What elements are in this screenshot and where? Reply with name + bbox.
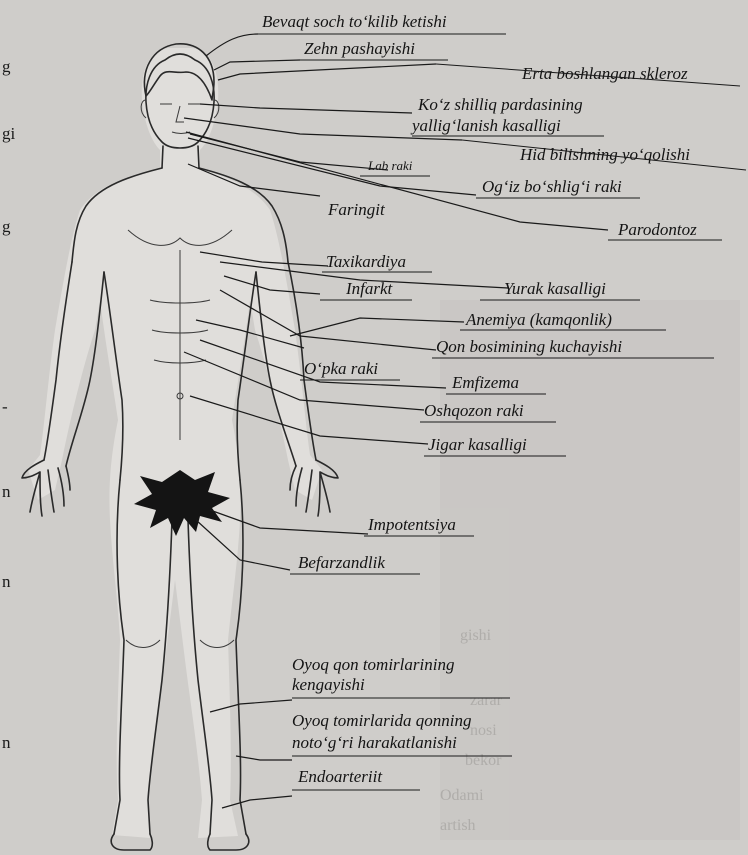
label-periodontosis: Parodontoz bbox=[617, 220, 697, 239]
label-infertility: Befarzandlik bbox=[298, 553, 385, 572]
label-heart-disease: Yurak kasalligi bbox=[504, 279, 606, 298]
label-liver-disease: Jigar kasalligi bbox=[428, 435, 527, 454]
label-anemia: Anemiya (kamqonlik) bbox=[465, 310, 612, 329]
label-pharyngitis: Faringit bbox=[327, 200, 386, 219]
margin-letter: g bbox=[2, 57, 11, 76]
margin-letter: n bbox=[2, 572, 11, 591]
label-stomach-cancer: Oshqozon raki bbox=[424, 401, 524, 420]
svg-text:gishi: gishi bbox=[460, 627, 492, 644]
label-conjunctivitis-1: Ko‘z shilliq pardasining bbox=[417, 95, 583, 114]
label-oral-cancer: Og‘iz bo‘shlig‘i raki bbox=[482, 177, 622, 196]
label-conjunctivitis-2: yallig‘lanish kasalligi bbox=[410, 116, 561, 135]
label-heart-attack: Infarkt bbox=[345, 279, 394, 298]
label-premature-hair-loss: Bevaqt soch to‘kilib ketishi bbox=[262, 12, 447, 31]
label-hypertension: Qon bosimining kuchayishi bbox=[436, 337, 622, 356]
label-impotence: Impotentsiya bbox=[367, 515, 456, 534]
label-endarteritis: Endoarteriit bbox=[297, 767, 383, 786]
svg-text:Odami: Odami bbox=[440, 787, 484, 804]
svg-text:bekor: bekor bbox=[465, 752, 502, 769]
label-lung-cancer: O‘pka raki bbox=[304, 359, 378, 378]
label-tachycardia: Taxikardiya bbox=[326, 252, 406, 271]
label-emphysema: Emfizema bbox=[451, 373, 519, 392]
label-circulation-1: Oyoq tomirlarida qonning bbox=[292, 711, 471, 730]
label-varicose-1: Oyoq qon tomirlarining bbox=[292, 655, 454, 674]
label-circulation-2: noto‘g‘ri harakatlanishi bbox=[292, 733, 457, 752]
svg-text:artish: artish bbox=[440, 817, 476, 834]
svg-text:zarar: zarar bbox=[470, 692, 503, 709]
label-lip-cancer: Lab raki bbox=[367, 158, 413, 173]
margin-letter: gi bbox=[2, 124, 16, 143]
label-mental-decline: Zehn pashayishi bbox=[304, 39, 415, 58]
margin-letter: - bbox=[2, 397, 8, 416]
margin-letter: n bbox=[2, 482, 11, 501]
label-varicose-2: kengayishi bbox=[292, 675, 365, 694]
margin-letter: n bbox=[2, 733, 11, 752]
svg-text:nosi: nosi bbox=[470, 722, 497, 739]
margin-letter: g bbox=[2, 217, 11, 236]
